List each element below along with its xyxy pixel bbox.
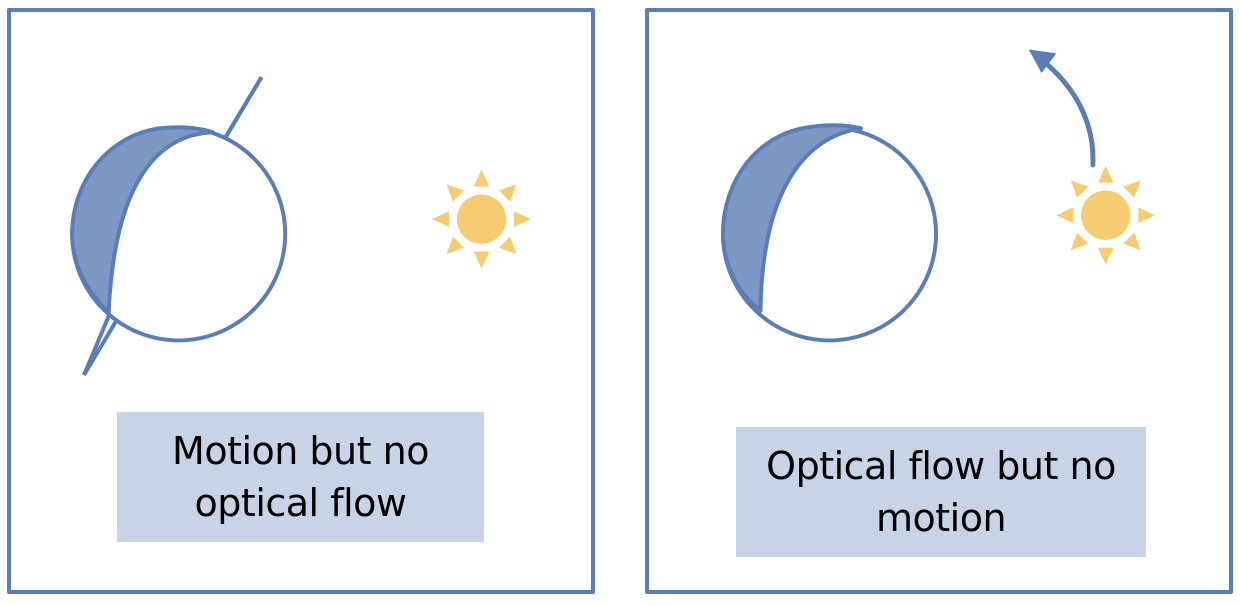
motion-arrow-icon: [1028, 49, 1096, 168]
caption-optical-flow-no-motion: Optical flow but no motion: [736, 427, 1146, 557]
sun-icon: [1056, 165, 1156, 265]
scene-rotating-sphere: [70, 76, 531, 376]
static-sphere-icon: [721, 123, 939, 343]
scene-moving-light: [721, 49, 1156, 343]
rotating-sphere-icon: [70, 76, 288, 376]
caption-motion-no-optical-flow: Motion but no optical flow: [117, 412, 484, 542]
panel-motion-no-optical-flow: Motion but no optical flow: [7, 8, 595, 594]
sun-icon: [432, 169, 531, 269]
panel-optical-flow-no-motion: Optical flow but no motion: [645, 8, 1233, 594]
